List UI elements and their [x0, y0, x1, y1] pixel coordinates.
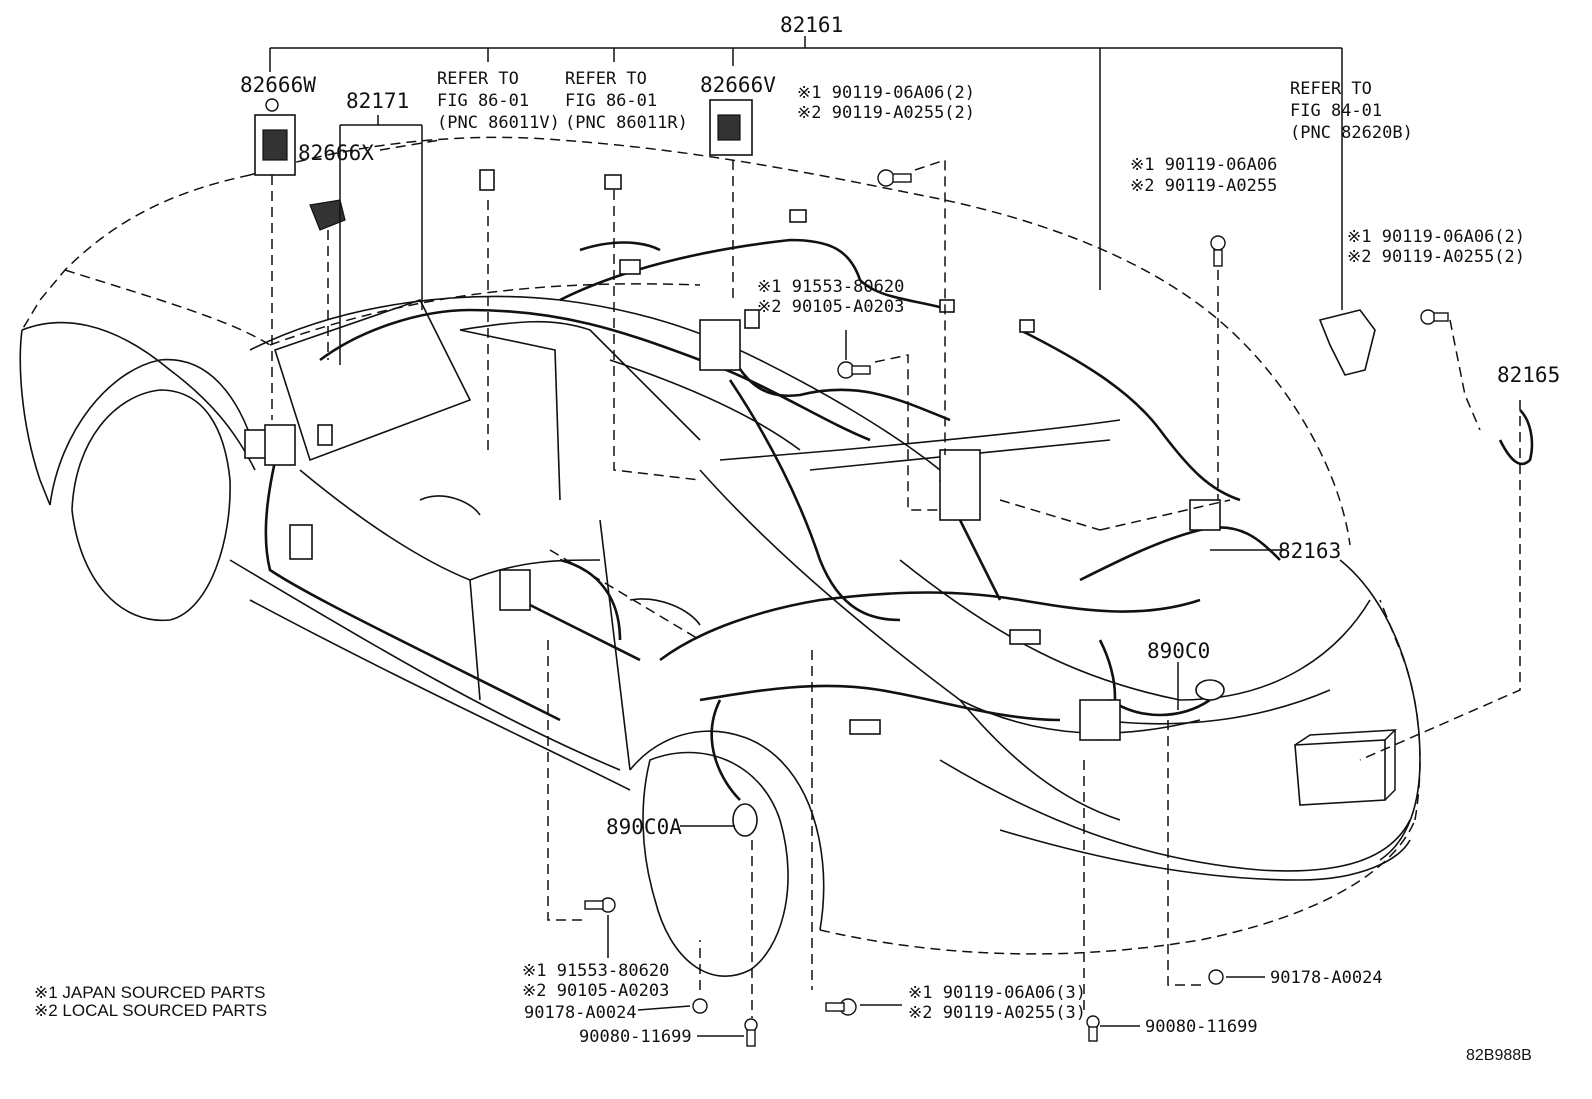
- bolt-far-line2: ※2 90119-A0255(2): [1347, 247, 1525, 267]
- legend-japan-sourced: ※1 JAPAN SOURCED PARTS: [34, 983, 266, 1002]
- bolt-center-line1: ※1 91553-80620: [757, 277, 904, 297]
- vehicle-body: [19, 136, 1421, 977]
- refer-c-line2: FIG 84-01: [1290, 101, 1382, 121]
- bolts: [584, 169, 1449, 1047]
- label-82163: 82163: [1278, 539, 1341, 563]
- refer-a-line1: REFER TO: [437, 69, 519, 89]
- label-82666x: 82666X: [298, 141, 374, 165]
- bolt-right-line2: ※2 90119-A0255: [1130, 176, 1277, 196]
- screw-right-label: 90080-11699: [1145, 1017, 1258, 1037]
- refer-a-line3: (PNC 86011V): [437, 113, 560, 133]
- grommet-right-label: 90178-A0024: [1270, 968, 1383, 988]
- label-82165: 82165: [1497, 363, 1560, 387]
- label-82171: 82171: [346, 89, 409, 113]
- label-890c0a: 890C0A: [606, 815, 682, 839]
- bolt-bottom-left-line1: ※1 91553-80620: [522, 961, 669, 981]
- refer-c-line3: (PNC 82620B): [1290, 123, 1413, 143]
- refer-b-line2: FIG 86-01: [565, 91, 657, 111]
- label-82666v: 82666V: [700, 73, 776, 97]
- label-890c0: 890C0: [1147, 639, 1210, 663]
- bolt-bottom-center-line2: ※2 90119-A0255(3): [908, 1003, 1086, 1023]
- part-labels: 82161 82666W 82171 82666X REFER TO FIG 8…: [34, 13, 1560, 1064]
- clamp-parts: [254, 98, 1376, 376]
- refer-c-line1: REFER TO: [1290, 79, 1372, 99]
- leader-lines: [269, 36, 1521, 1037]
- refer-a-line2: FIG 86-01: [437, 91, 529, 111]
- refer-b-line1: REFER TO: [565, 69, 647, 89]
- connectors: [244, 209, 1225, 837]
- refer-b-line3: (PNC 86011R): [565, 113, 688, 133]
- figure-code: 82B988B: [1466, 1047, 1532, 1064]
- label-82161: 82161: [780, 13, 843, 37]
- bolt-center-line2: ※2 90105-A0203: [757, 297, 904, 317]
- bolt-bottom-center-line1: ※1 90119-06A06(3): [908, 983, 1086, 1003]
- bolt-top-line2: ※2 90119-A0255(2): [797, 103, 975, 123]
- bolt-far-line1: ※1 90119-06A06(2): [1347, 227, 1525, 247]
- grommet-left-label: 90178-A0024: [524, 1003, 637, 1023]
- label-82666w: 82666W: [240, 73, 316, 97]
- bolt-right-line1: ※1 90119-06A06: [1130, 155, 1277, 175]
- legend-local-sourced: ※2 LOCAL SOURCED PARTS: [34, 1001, 267, 1020]
- screw-left-label: 90080-11699: [579, 1027, 692, 1047]
- bolt-top-line1: ※1 90119-06A06(2): [797, 83, 975, 103]
- bolt-bottom-left-line2: ※2 90105-A0203: [522, 981, 669, 1001]
